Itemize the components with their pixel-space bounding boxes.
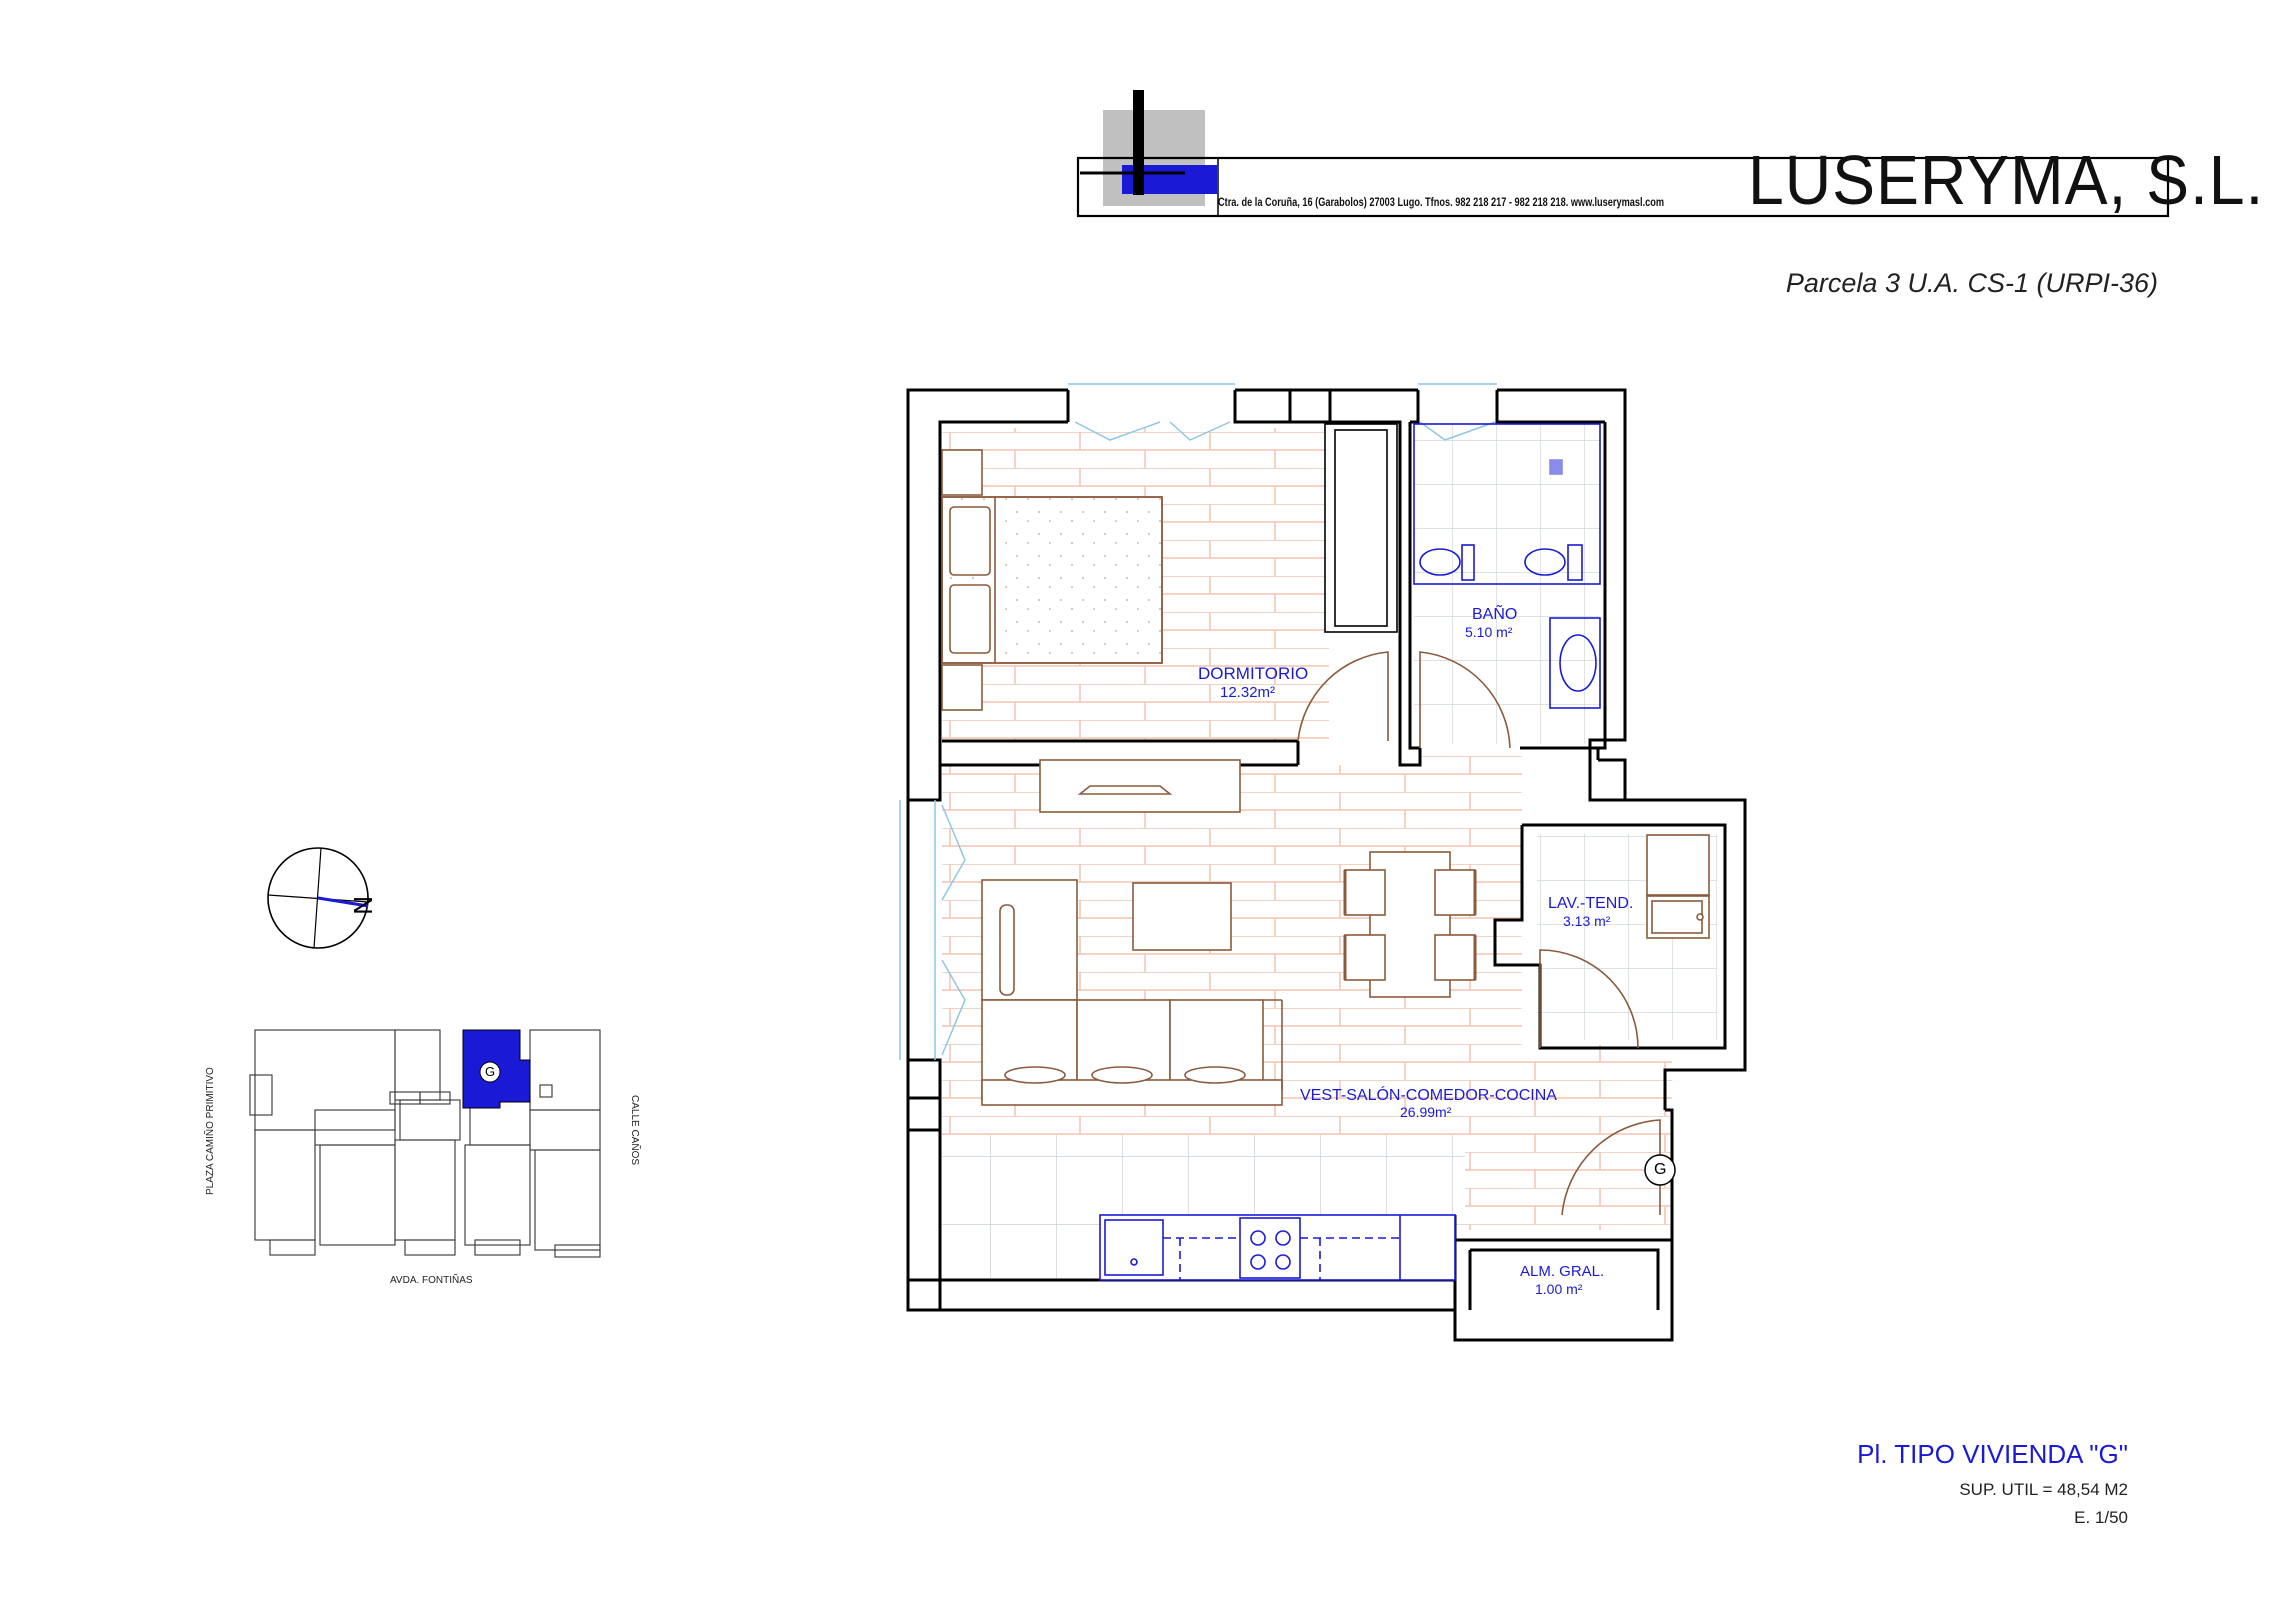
windows [899, 383, 1497, 1060]
plan-scale: E. 1/50 [2074, 1508, 2128, 1527]
room-label-dormitorio: DORMITORIO [1198, 664, 1309, 683]
room-area-bano: 5.10 m² [1465, 624, 1513, 640]
company-address: Ctra. de la Coruña, 16 (Garabolos) 27003… [1218, 197, 1665, 209]
room-label-bano: BAÑO [1472, 606, 1518, 623]
bedroom-furniture [941, 423, 1398, 711]
site-plan-street-bottom: AVDA. FONTIÑAS [390, 1275, 473, 1286]
bathroom-fixtures [1413, 423, 1601, 709]
doors [1297, 651, 1661, 1216]
site-plan-street-right: CALLE CAÑOS [629, 1095, 640, 1166]
room-area-salon: 26.99m² [1400, 1104, 1452, 1120]
parcel-label: Parcela 3 U.A. CS-1 (URPI-36) [1785, 268, 2158, 298]
room-area-lavadero: 3.13 m² [1563, 913, 1611, 929]
compass-rose [267, 847, 369, 949]
compass-north-label: N [348, 896, 378, 915]
site-plan [249, 1029, 601, 1258]
header-frame [1076, 156, 2170, 218]
laundry-fixtures [1646, 834, 1710, 939]
useful-surface: SUP. UTIL = 48,54 M2 [1959, 1480, 2128, 1499]
kitchen-counter [1099, 1214, 1456, 1281]
plan-title: Pl. TIPO VIVIENDA "G" [1857, 1439, 2128, 1469]
company-name: LUSERYMA, S.L. [1748, 141, 2265, 219]
company-logo [1080, 90, 1217, 206]
unit-marker-label: G [1654, 1161, 1667, 1178]
unit-marker [1644, 1154, 1676, 1186]
site-plan-marker: G [485, 1064, 496, 1079]
living-furniture [981, 759, 1477, 1106]
room-area-dormitorio: 12.32m² [1220, 684, 1276, 701]
room-label-almacen: ALM. GRAL. [1520, 1263, 1605, 1280]
room-label-lavadero: LAV.-TEND. [1548, 895, 1634, 912]
room-area-almacen: 1.00 m² [1535, 1281, 1583, 1297]
site-plan-street-left: PLAZA CAMIÑO PRIMITIVO [205, 1067, 216, 1195]
room-label-salon: VEST-SALÓN-COMEDOR-COCINA [1300, 1087, 1557, 1104]
